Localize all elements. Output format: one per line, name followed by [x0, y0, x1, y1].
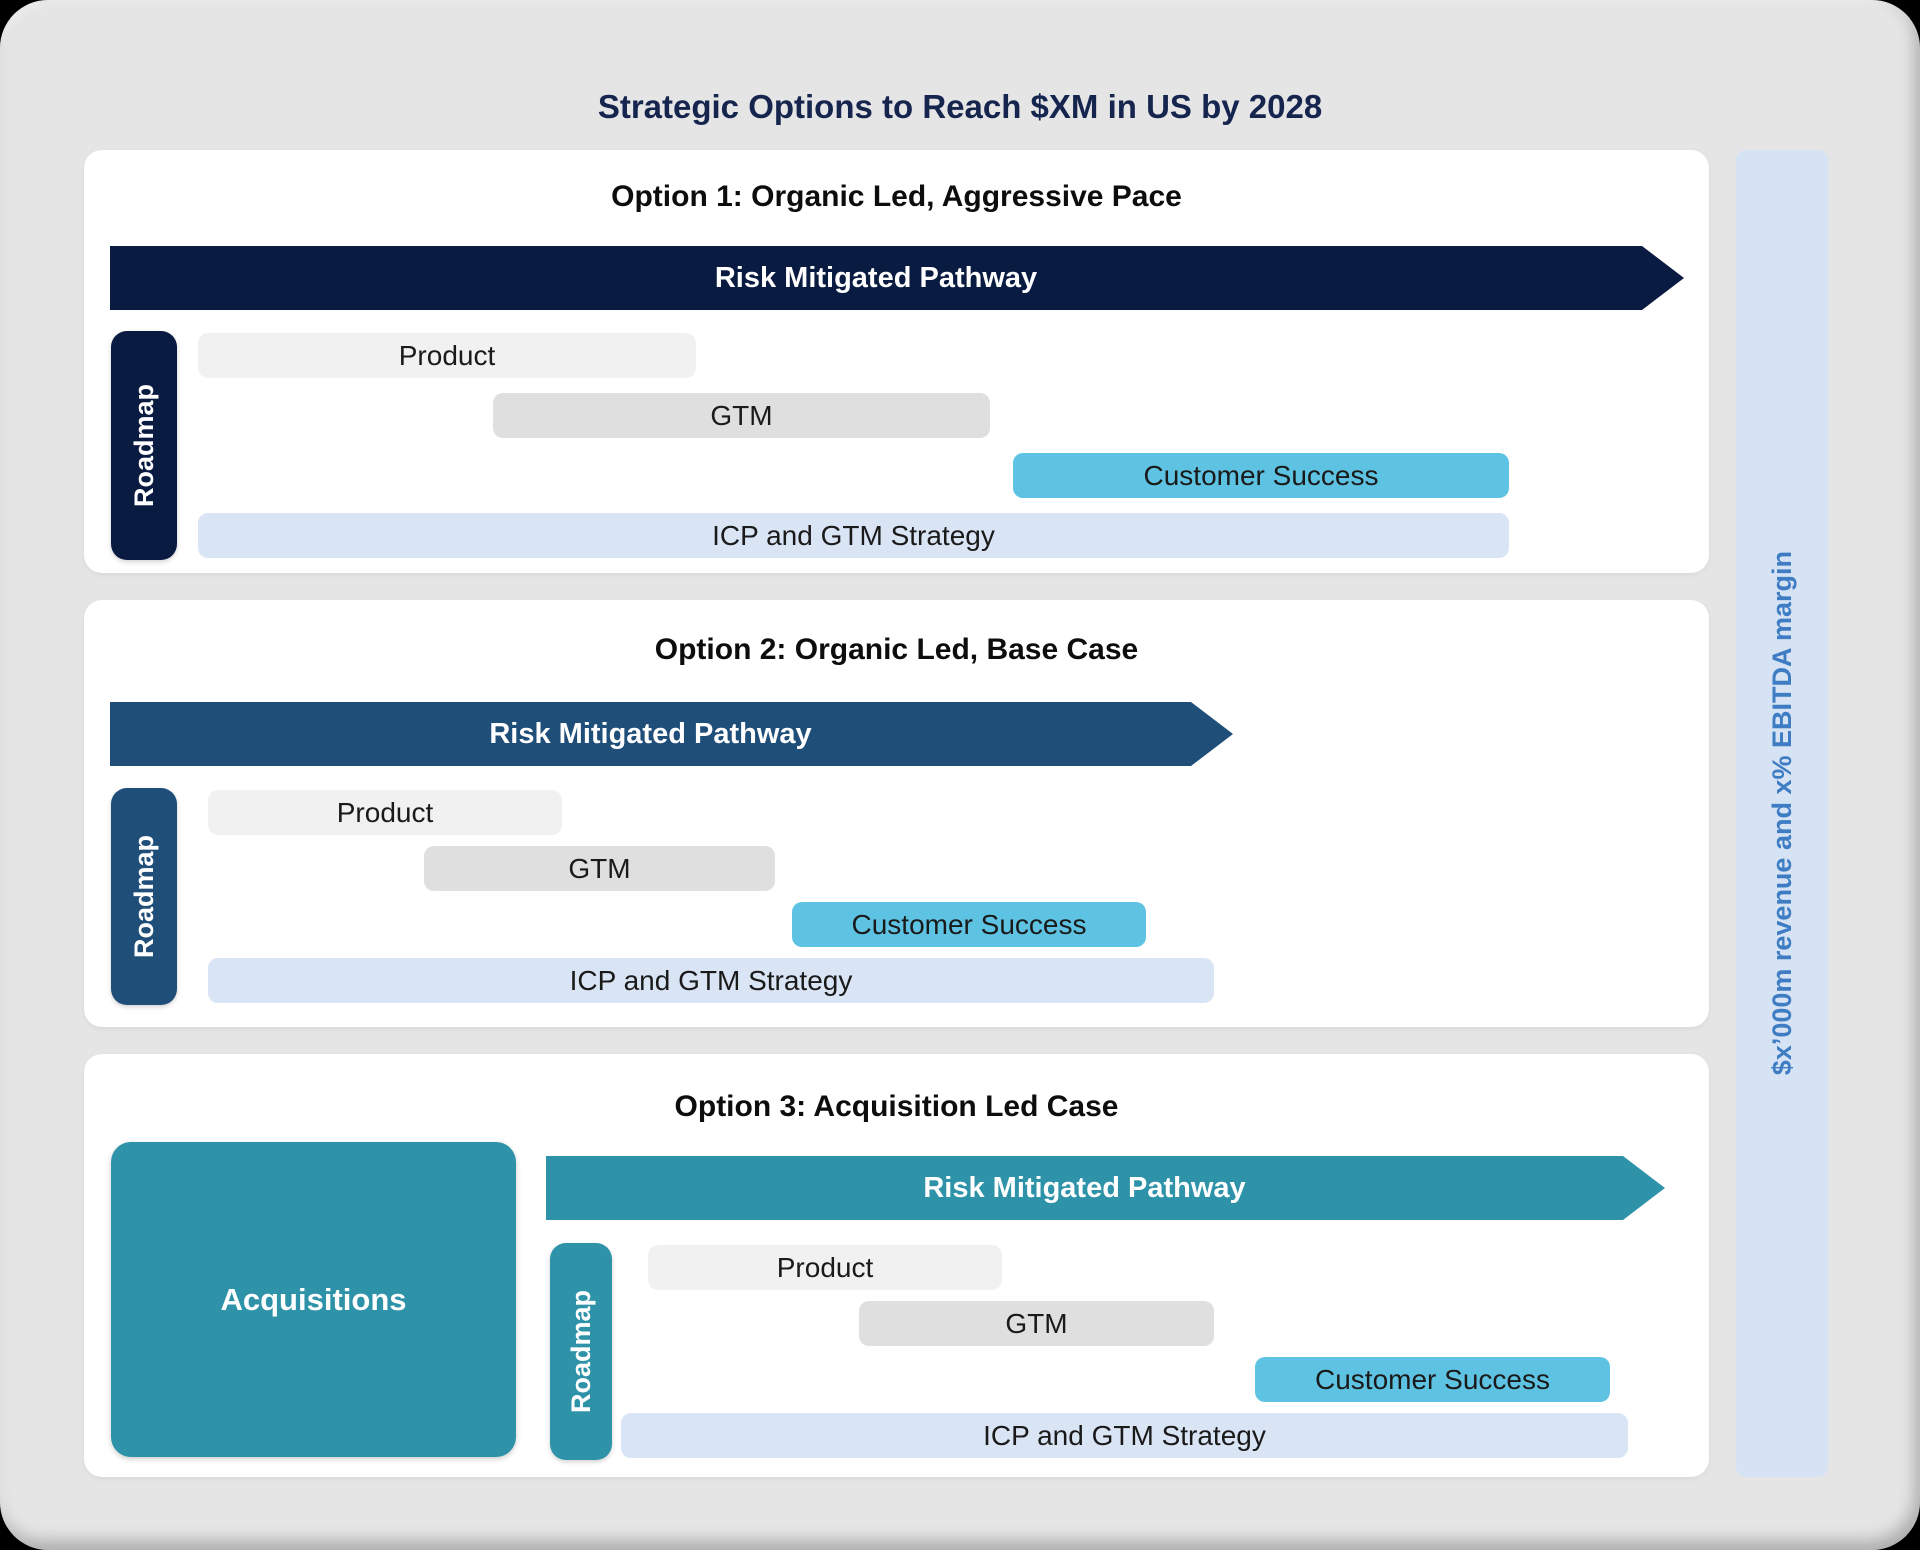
option-2-roadmap-pill: Roadmap — [111, 788, 177, 1005]
option-2-icp-gtm-strategy-bar: ICP and GTM Strategy — [208, 958, 1214, 1003]
option-1-roadmap-pill: Roadmap — [111, 331, 177, 560]
option-3-acquisitions-box: Acquisitions — [111, 1142, 516, 1457]
option-1-icp-gtm-strategy-bar: ICP and GTM Strategy — [198, 513, 1509, 558]
option-2-title: Option 2: Organic Led, Base Case — [654, 633, 1139, 666]
option-1-risk-pathway-arrow: Risk Mitigated Pathway — [110, 246, 1684, 310]
option-3-title: Option 3: Acquisition Led Case — [674, 1090, 1119, 1123]
option-1-product-bar: Product — [198, 333, 696, 378]
option-2-gtm-bar: GTM — [424, 846, 775, 891]
option-1-arrow-label: Risk Mitigated Pathway — [714, 261, 1038, 294]
page-title: Strategic Options to Reach $XM in US by … — [597, 88, 1323, 125]
option-1-title: Option 1: Organic Led, Aggressive Pace — [611, 180, 1182, 213]
option-3-panel: Option 3: Acquisition Led Case Acquisiti… — [84, 1054, 1709, 1477]
acquisitions-label: Acquisitions — [220, 1281, 407, 1317]
option-1-panel: Option 1: Organic Led, Aggressive Pace R… — [84, 150, 1709, 573]
option-2-product-bar: Product — [208, 790, 562, 835]
option-3-customer-success-bar: Customer Success — [1255, 1357, 1610, 1402]
option-3-gtm-bar: GTM — [859, 1301, 1214, 1346]
option-1-roadmap-label: Roadmap — [128, 383, 159, 508]
option-2-customer-success-bar: Customer Success — [792, 902, 1146, 947]
revenue-ebitda-sidebar: $x’000m revenue and x% EBITDA margin — [1736, 150, 1828, 1477]
option-3-roadmap-pill: Roadmap — [550, 1243, 612, 1460]
option-2-roadmap-label: Roadmap — [128, 834, 159, 959]
option-3-risk-pathway-arrow: Risk Mitigated Pathway — [546, 1156, 1665, 1220]
revenue-ebitda-label: $x’000m revenue and x% EBITDA margin — [1766, 551, 1797, 1076]
option-3-product-bar: Product — [648, 1245, 1002, 1290]
option-3-icp-gtm-strategy-bar: ICP and GTM Strategy — [621, 1413, 1628, 1458]
option-3-roadmap-label: Roadmap — [565, 1289, 596, 1414]
option-1-gtm-bar: GTM — [493, 393, 990, 438]
option-1-customer-success-bar: Customer Success — [1013, 453, 1509, 498]
option-3-arrow-label: Risk Mitigated Pathway — [923, 1171, 1246, 1204]
option-2-risk-pathway-arrow: Risk Mitigated Pathway — [110, 702, 1233, 766]
option-2-panel: Option 2: Organic Led, Base Case Risk Mi… — [84, 600, 1709, 1027]
option-2-arrow-label: Risk Mitigated Pathway — [489, 717, 812, 750]
